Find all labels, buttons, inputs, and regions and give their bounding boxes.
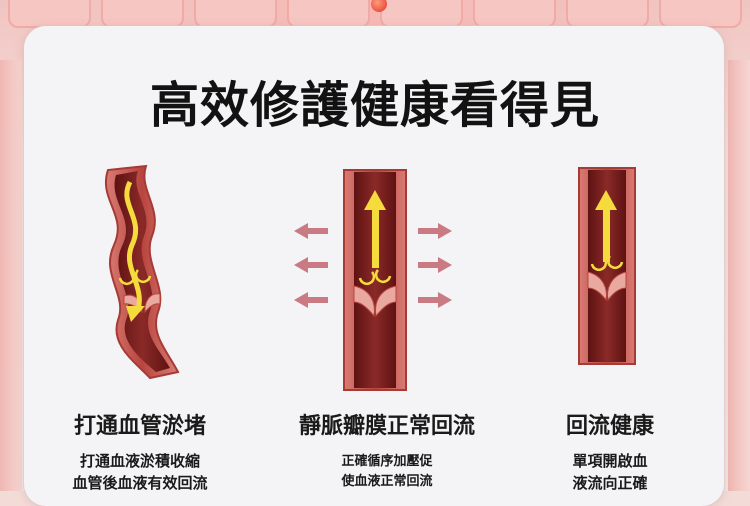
column-line: 液流向正確 [572,474,648,492]
right-edge-strip [728,60,750,491]
curl-arrow-icon [358,271,376,285]
column-heading: 打通血管淤堵 [73,414,206,439]
column-line: 血管後血液有效回流 [72,474,208,492]
tortuous-vein-illustration [105,164,180,380]
curl-arrow-icon [118,271,136,285]
background-ornament [371,0,387,12]
column-line: 單項開啟血 [572,452,648,470]
column-clear-blockage: 打通血管淤堵 打通血液淤積收縮 血管後血液有效回流 [40,408,240,494]
background-pattern [0,0,750,28]
left-arrow-icon [294,223,328,308]
vein-illustrations [105,164,636,391]
curl-arrow-icon [374,269,392,283]
up-arrow-icon [595,190,617,210]
column-line: 打通血液淤積收縮 [79,452,200,470]
pressured-vein-illustration [294,169,452,391]
page-title: 高效修護健康看得見 [149,77,600,134]
healthy-vein-illustration [578,167,636,365]
curl-arrow-icon [590,257,608,271]
down-arrow-icon [126,306,145,322]
right-arrow-icon [418,223,452,308]
flow-arrow [124,180,142,311]
column-heading: 回流健康 [565,414,654,439]
curl-arrow-icon [134,269,152,283]
left-edge-strip [0,60,22,491]
column-heading: 靜脈瓣膜正常回流 [298,414,475,439]
up-arrow-icon [364,190,386,210]
column-line: 使血液正常回流 [341,474,433,489]
column-healthy-return: 回流健康 單項開啟血 液流向正確 [540,408,680,494]
column-valve-return: 靜脈瓣膜正常回流 正確循序加壓促 使血液正常回流 [262,408,512,492]
column-line: 正確循序加壓促 [341,454,433,469]
curl-arrow-icon [606,255,624,269]
